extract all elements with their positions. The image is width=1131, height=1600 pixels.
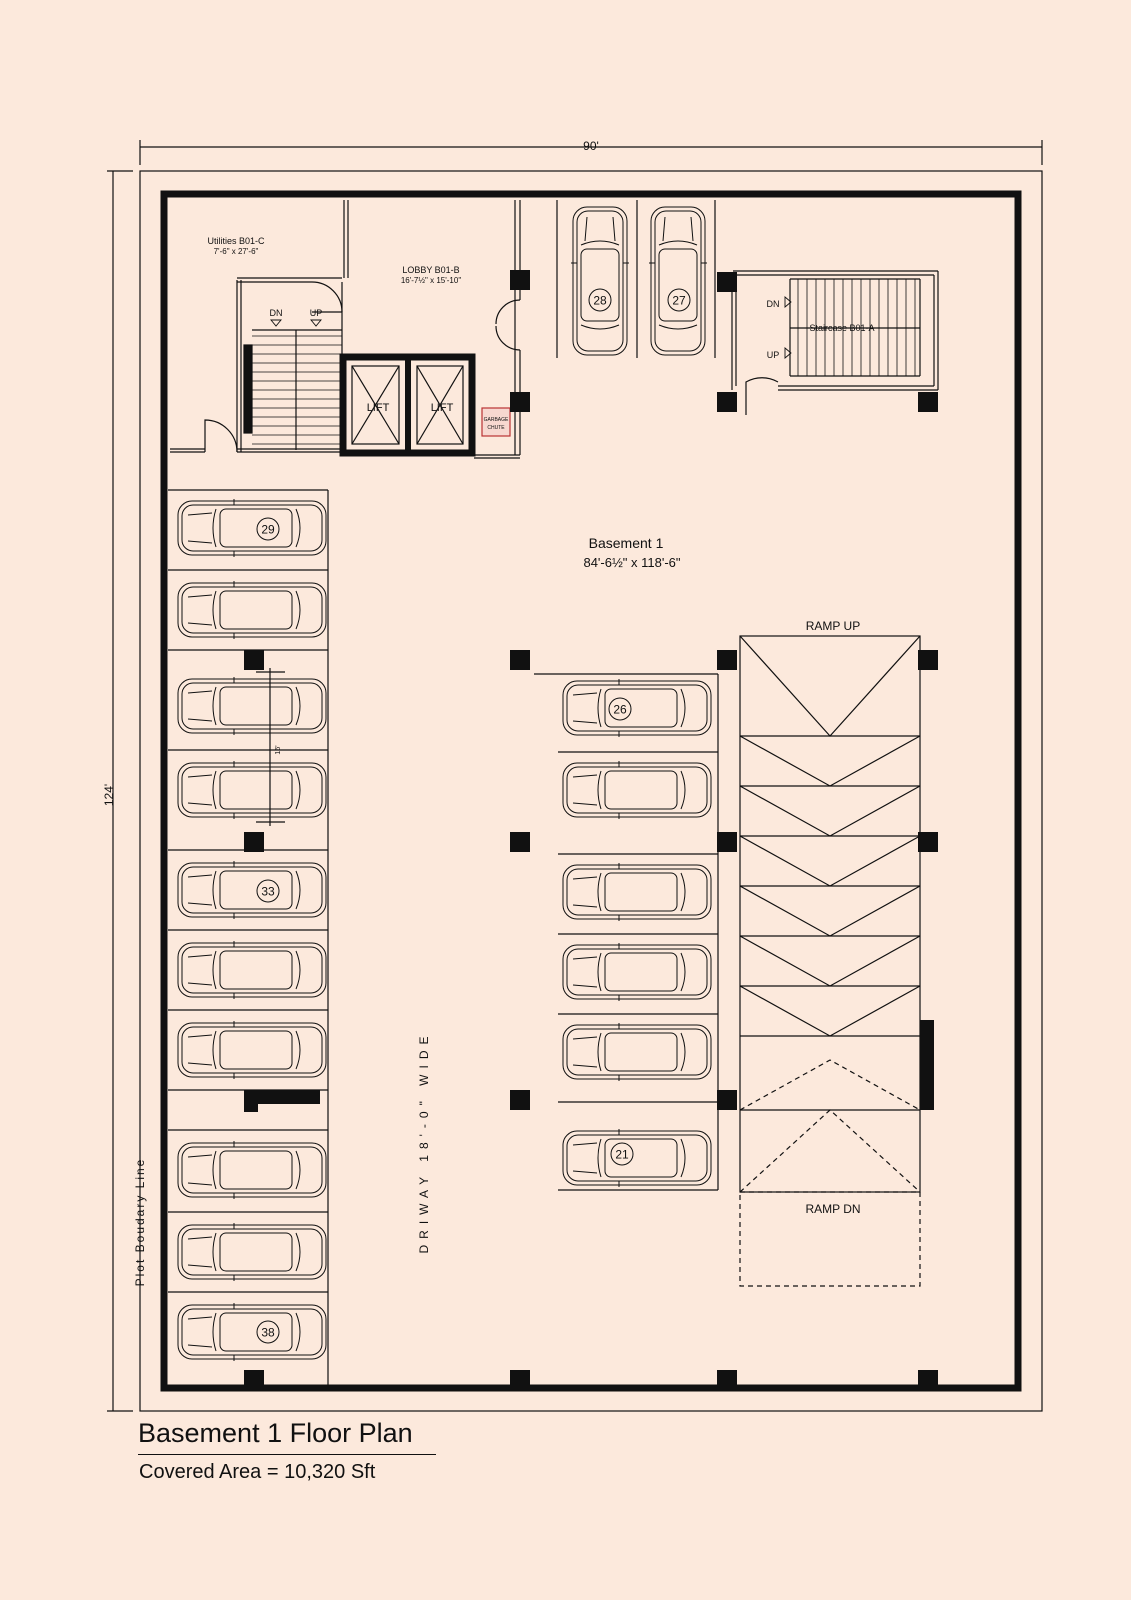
parking-number: 28 — [593, 294, 607, 308]
left-parking-bays — [168, 489, 329, 1385]
car-icon — [649, 206, 707, 356]
driveway-label: DRIWAY 18'-0" WIDE — [417, 1030, 431, 1253]
width-dimension: 90' — [583, 139, 599, 153]
structural-column — [244, 1370, 264, 1390]
parking-number-badge — [610, 1142, 634, 1166]
structural-column — [510, 392, 530, 412]
car-icon — [562, 943, 712, 1001]
staircase-up: UP — [767, 350, 780, 360]
car-icon — [177, 761, 327, 819]
car-icon — [177, 941, 327, 999]
car-icon — [562, 863, 712, 921]
lift-shafts — [339, 353, 476, 457]
car-icon — [177, 499, 327, 557]
top-parking-lines — [556, 200, 716, 358]
parking-number: 38 — [261, 1326, 275, 1340]
lobby-size: 16'-7½" x 15'-10" — [401, 276, 461, 285]
structural-column — [918, 1370, 938, 1390]
car-icon — [562, 1129, 712, 1187]
title-underline — [138, 1454, 436, 1455]
parking-number: 33 — [261, 885, 275, 899]
utilities-room — [170, 277, 342, 453]
car-icon — [177, 677, 327, 735]
structural-column — [510, 832, 530, 852]
covered-area-label: Covered Area = 10,320 Sft — [139, 1461, 376, 1483]
structural-column — [717, 650, 737, 670]
staircase-name: Staircase B01-A — [809, 323, 874, 333]
car-icon — [571, 206, 629, 356]
parking-number-badge — [608, 697, 632, 721]
structural-column — [244, 832, 264, 852]
ramp-up-label: RAMP UP — [806, 619, 860, 633]
right-parking-bays — [534, 673, 719, 1191]
parking-number: 21 — [615, 1148, 629, 1162]
utilities-size: 7'-6" x 27'-6" — [214, 247, 259, 256]
arrow-right-icon — [784, 347, 792, 359]
parking-number: 26 — [613, 703, 627, 717]
arrow-right-icon — [784, 296, 792, 308]
structural-column — [918, 832, 938, 852]
utilities-name: Utilities B01-C — [207, 236, 265, 246]
basement-size: 84'-6½" x 118'-6" — [583, 555, 680, 570]
basement-name: Basement 1 — [589, 535, 664, 551]
parking-number: 27 — [672, 294, 686, 308]
structural-column — [510, 270, 530, 290]
structural-column — [717, 272, 737, 292]
staircase-b01a — [731, 270, 939, 415]
height-dimension: 124' — [102, 784, 116, 806]
structural-column — [918, 650, 938, 670]
garbage-label-line2: CHUTE — [487, 425, 505, 431]
car-icon — [177, 1303, 327, 1361]
structural-column — [510, 1370, 530, 1390]
parking-number-badge — [256, 1320, 280, 1344]
boundary-label: Plot Boudary Line — [133, 1158, 147, 1287]
structural-column — [717, 1370, 737, 1390]
utilities-stair-dn: DN — [270, 308, 283, 318]
parking-number: 29 — [261, 523, 275, 537]
car-icon — [562, 1023, 712, 1081]
parking-number-badge — [667, 288, 691, 312]
garbage-chute — [481, 407, 511, 437]
arrow-down-icon — [310, 319, 322, 327]
utilities-stair-up: UP — [310, 308, 323, 318]
structural-column — [244, 1090, 258, 1112]
lobby-name: LOBBY B01-B — [402, 265, 459, 275]
arrow-down-icon — [270, 319, 282, 327]
plan-title: Basement 1 Floor Plan — [138, 1418, 413, 1448]
staircase-dn: DN — [767, 299, 780, 309]
structural-column — [717, 832, 737, 852]
structural-column — [510, 650, 530, 670]
car-icon — [177, 1141, 327, 1199]
structural-column — [717, 392, 737, 412]
car-icon — [562, 679, 712, 737]
parking-number-badge — [256, 517, 280, 541]
car-icon — [177, 1223, 327, 1281]
plot-boundary — [139, 170, 1043, 1412]
garbage-label-line1: GARBAGE — [484, 417, 509, 423]
car-icon — [562, 761, 712, 819]
parking-number-badge — [588, 288, 612, 312]
parking-number-badge — [256, 879, 280, 903]
structural-column — [920, 1020, 934, 1110]
structural-column — [918, 392, 938, 412]
structural-column — [717, 1090, 737, 1110]
structural-column — [244, 650, 264, 670]
car-icon — [177, 861, 327, 919]
lift-1-label: LIFT — [367, 402, 390, 414]
structural-column — [244, 1090, 320, 1104]
lift-2-label: LIFT — [431, 402, 454, 414]
structural-column — [510, 1090, 530, 1110]
ramp — [739, 635, 921, 1287]
outer-wall — [160, 190, 1022, 1392]
stall-dimension: 16' — [275, 745, 282, 754]
car-icon — [177, 581, 327, 639]
ramp-dn-label: RAMP DN — [805, 1202, 860, 1216]
car-icon — [177, 1021, 327, 1079]
